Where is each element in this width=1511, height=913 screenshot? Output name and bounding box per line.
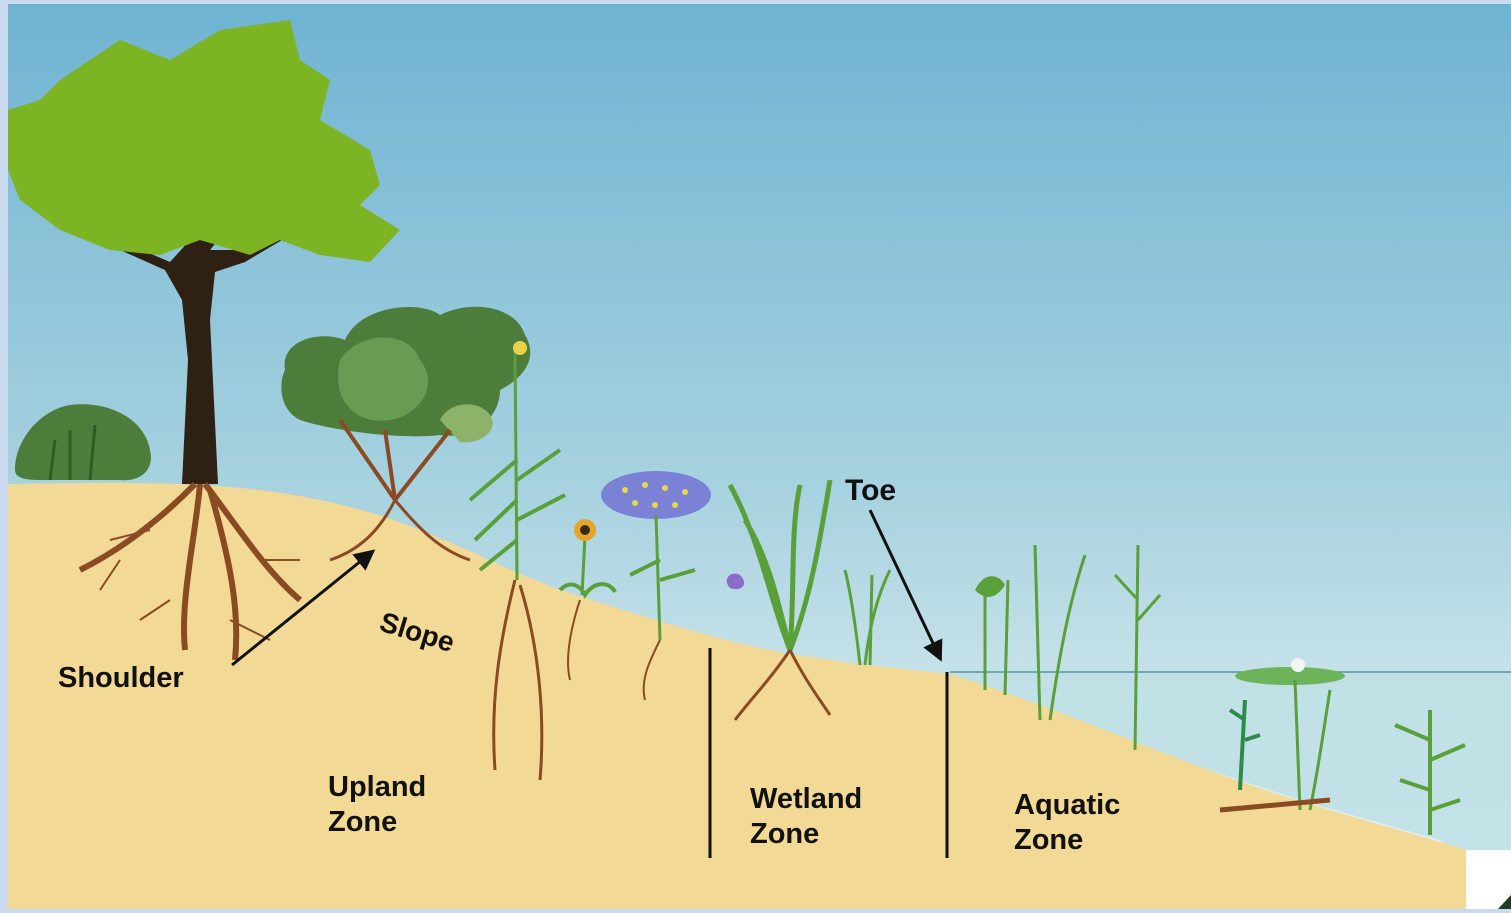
label-aquatic-line1: Aquatic [1014, 789, 1120, 821]
corner-mark [1466, 850, 1511, 909]
label-wetland-line2: Zone [750, 818, 819, 850]
label-upland-line1: Upland [328, 771, 426, 803]
label-toe: Toe [845, 474, 896, 507]
label-aquatic-line2: Zone [1014, 824, 1083, 856]
lily-pad [1235, 667, 1345, 685]
label-shoulder: Shoulder [58, 662, 184, 694]
label-upland-line2: Zone [328, 806, 397, 838]
label-wetland-line1: Wetland [750, 783, 862, 815]
